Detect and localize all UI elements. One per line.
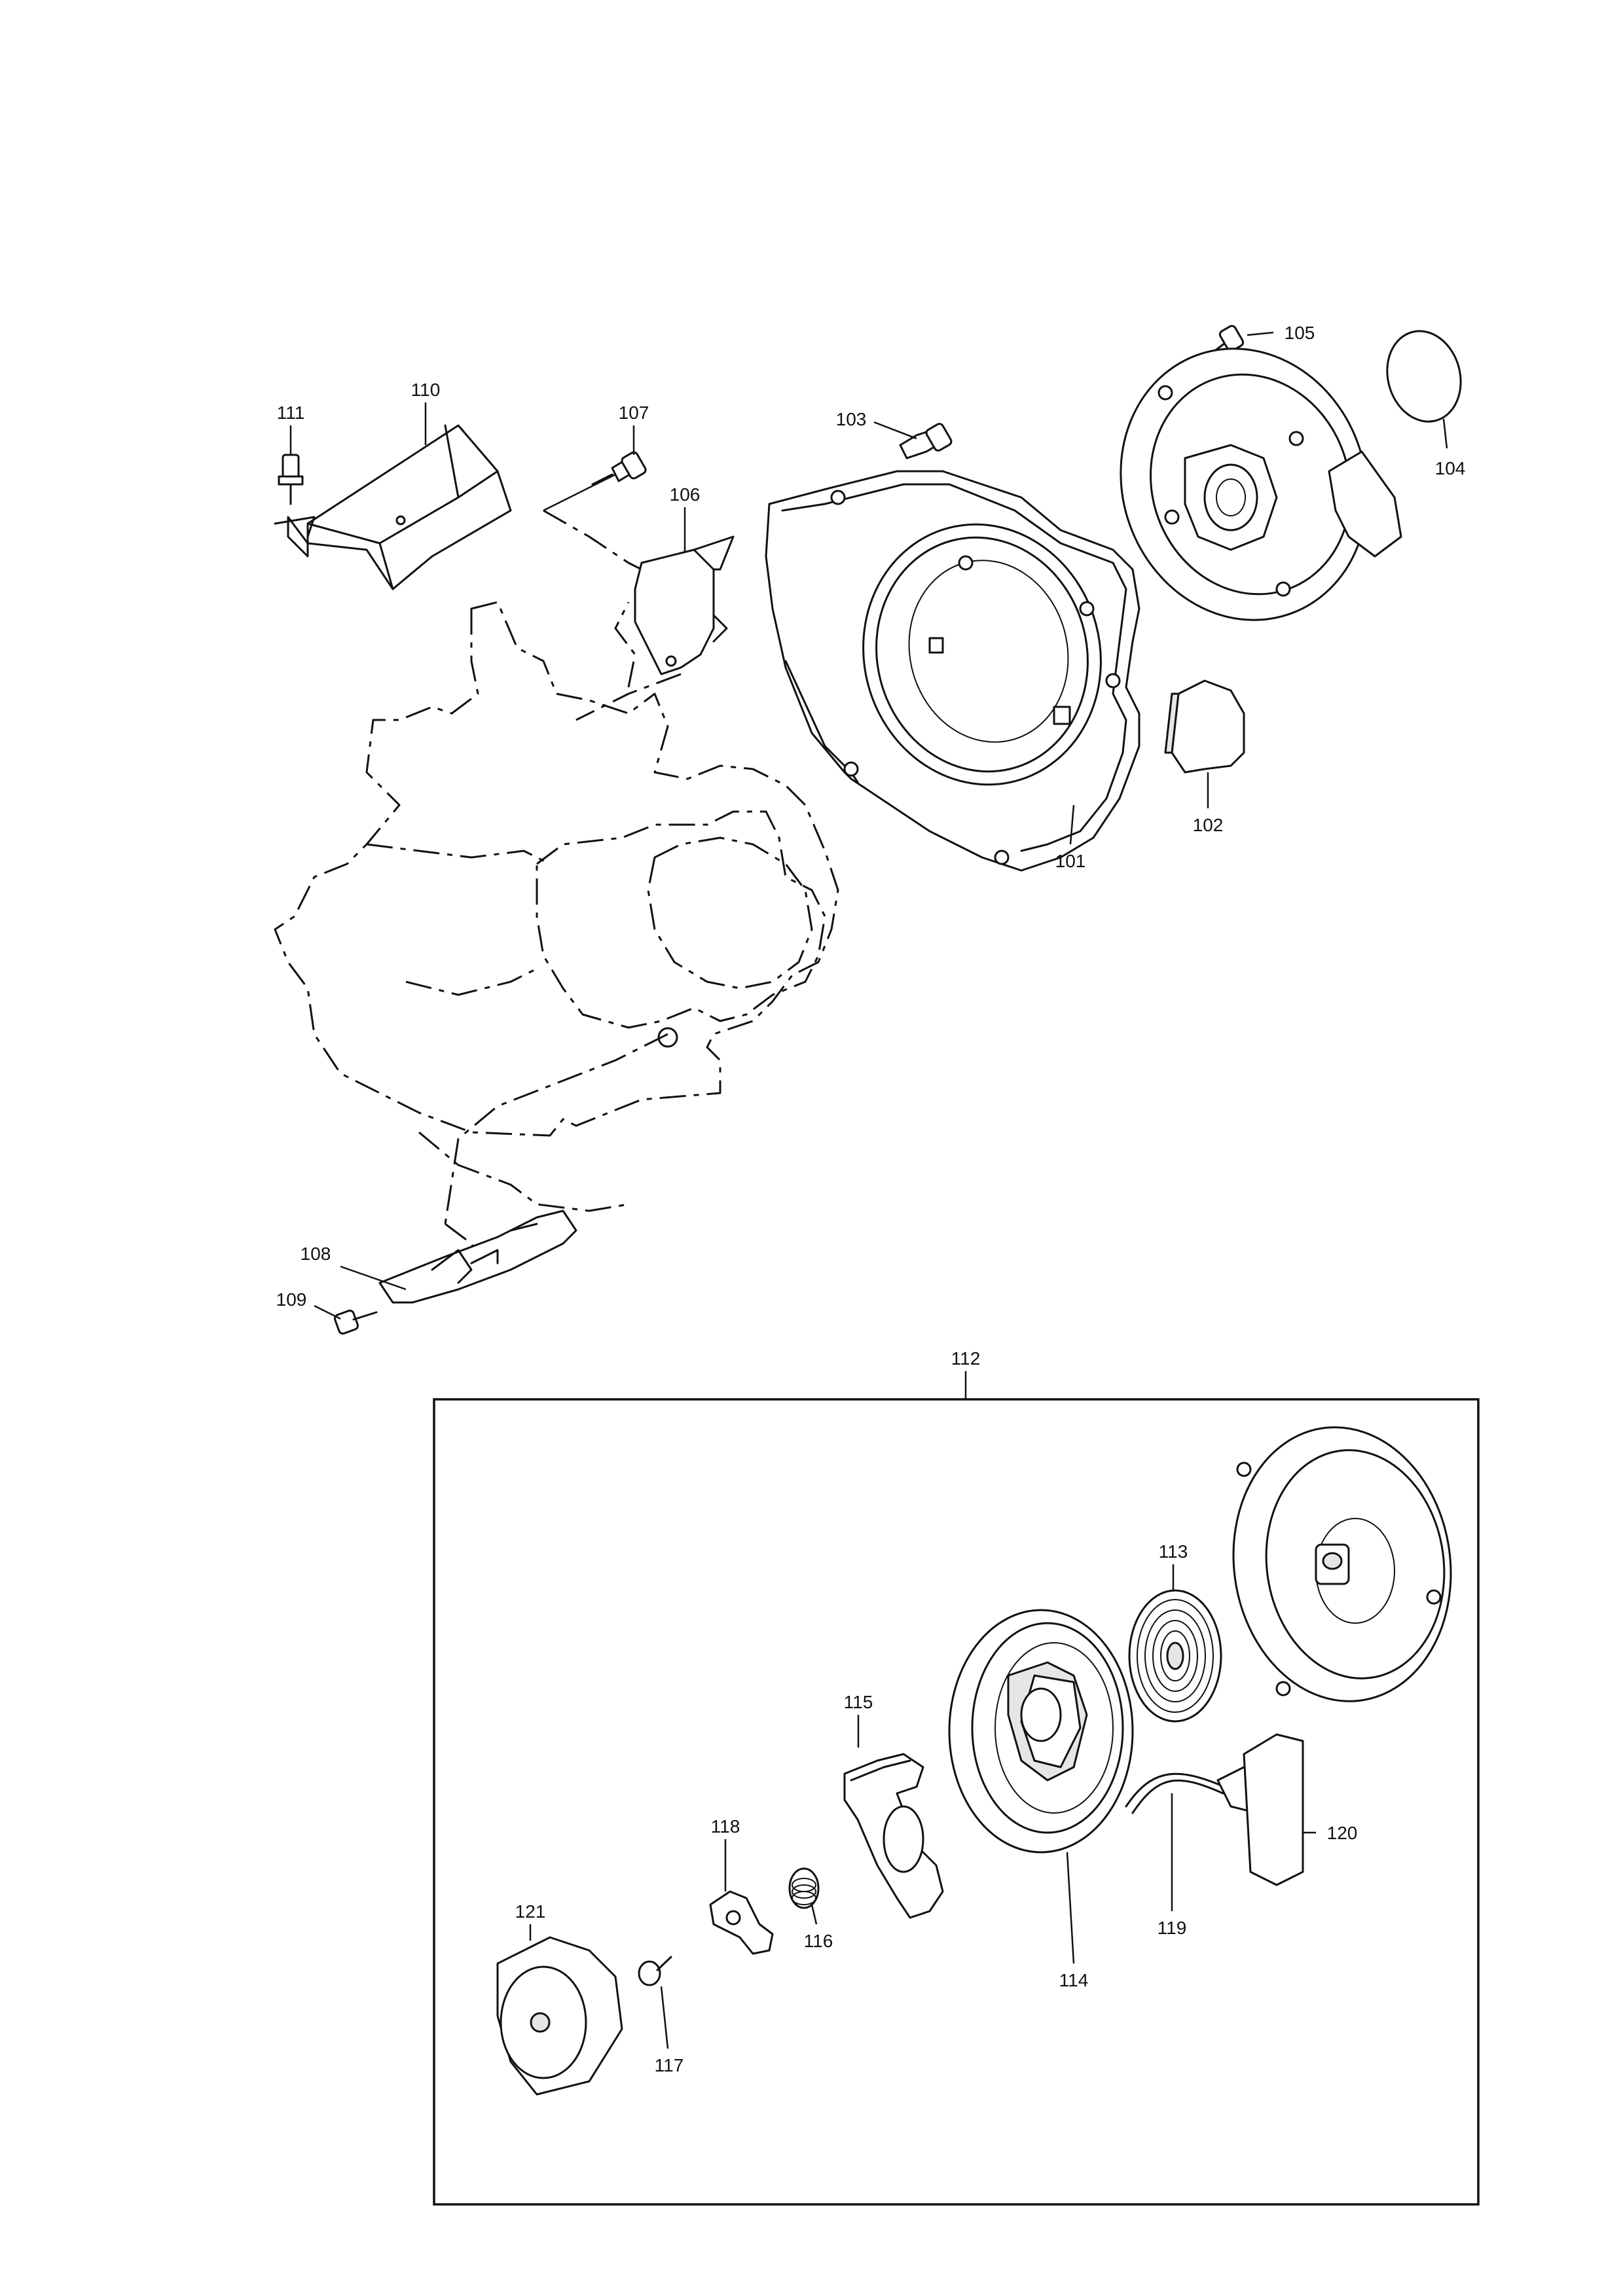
part-106-bracket [634, 535, 735, 675]
label-112: 112 [951, 1348, 981, 1369]
part-119-starter-rope [1125, 1772, 1226, 1814]
label-103: 103 [836, 409, 867, 429]
label-102: 102 [1193, 815, 1224, 835]
engine-boss-circle [657, 1027, 678, 1048]
part-107-bolt [591, 451, 647, 486]
part-108-bracket [378, 1210, 577, 1304]
engine-outline [274, 601, 839, 1212]
part-120-starter-grip [1216, 1733, 1304, 1886]
label-118: 118 [711, 1816, 740, 1837]
part-117-screw [638, 1956, 672, 1986]
label-113: 113 [1159, 1541, 1188, 1562]
label-110: 110 [411, 380, 441, 400]
part-110-shroud [274, 424, 512, 590]
label-120: 120 [1327, 1823, 1358, 1843]
part-labels: 111 110 107 106 103 105 104 102 101 108 … [276, 323, 1466, 2075]
label-117: 117 [655, 2055, 684, 2075]
label-114: 114 [1059, 1970, 1089, 1990]
label-105: 105 [1285, 323, 1315, 343]
label-111: 111 [277, 403, 305, 423]
part-101-fan-housing [765, 470, 1140, 872]
recoil-case [1232, 1426, 1452, 1702]
part-115-ratchet [843, 1753, 944, 1919]
label-107: 107 [619, 403, 649, 423]
label-101: 101 [1055, 851, 1086, 871]
leader-lines [289, 331, 1448, 2049]
part-113-spiral-spring [1128, 1589, 1222, 1723]
label-109: 109 [276, 1289, 307, 1310]
part-121-starter-pulley [496, 1936, 623, 2096]
label-104: 104 [1435, 458, 1466, 478]
part-109-bolt [333, 1309, 378, 1335]
part-118-ratchet-guide [709, 1890, 774, 1955]
part-114-reel [948, 1609, 1134, 1854]
label-115: 115 [844, 1692, 873, 1712]
assembly-112-frame [433, 1398, 1480, 2206]
label-119: 119 [1158, 1918, 1187, 1938]
label-108: 108 [301, 1244, 331, 1264]
part-111-bolt [278, 454, 304, 505]
label-116: 116 [804, 1931, 833, 1951]
part-102-cover-plate [1164, 679, 1245, 774]
recoil-starter-top [1120, 348, 1402, 621]
part-104-disc [1386, 330, 1462, 423]
part-116-spring [788, 1867, 820, 1909]
part-103-bolt [899, 423, 953, 459]
label-106: 106 [670, 484, 701, 505]
label-121: 121 [515, 1901, 546, 1922]
